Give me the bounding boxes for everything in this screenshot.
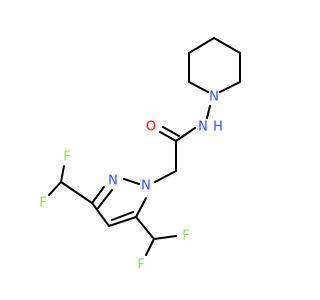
bond — [60, 165, 65, 183]
atom-label-n-pyrazole-1: N — [141, 179, 151, 194]
bond — [145, 238, 155, 256]
bond — [159, 131, 177, 142]
bond — [175, 127, 196, 142]
bond — [135, 197, 147, 218]
bond — [213, 37, 241, 54]
bond — [111, 211, 134, 221]
bond — [188, 81, 209, 93]
bond — [135, 216, 155, 240]
bond — [60, 181, 93, 204]
atom-label-h-amide: H — [213, 120, 223, 135]
atom-label-n-amide: N — [198, 120, 208, 135]
bond — [154, 170, 177, 183]
structure-drawing: N N H O N N F F F F — [39, 37, 241, 273]
bond — [108, 216, 137, 227]
atom-label-o-carbonyl: O — [146, 120, 156, 135]
bond — [153, 235, 177, 240]
bond — [206, 105, 211, 119]
bond — [123, 178, 140, 185]
bond — [162, 126, 180, 137]
molecule-diagram: N N H O N N F F F F — [39, 37, 241, 273]
bond — [97, 189, 113, 209]
atom-label-n-pyrazole-2: N — [108, 174, 118, 189]
bond — [91, 202, 110, 227]
piperidine-ring — [188, 37, 241, 93]
atom-label-f-right-bottom: F — [137, 258, 144, 273]
atom-label-f-left-top: F — [63, 150, 70, 165]
bond — [48, 181, 62, 196]
atom-label-f-left-bottom: F — [39, 196, 46, 211]
atom-label-f-right-top: F — [182, 229, 189, 244]
bond — [219, 81, 241, 93]
bond — [91, 186, 105, 204]
pyrazole-ring — [91, 178, 147, 227]
bond — [188, 37, 215, 54]
atom-label-n-piperidine: N — [209, 90, 219, 105]
